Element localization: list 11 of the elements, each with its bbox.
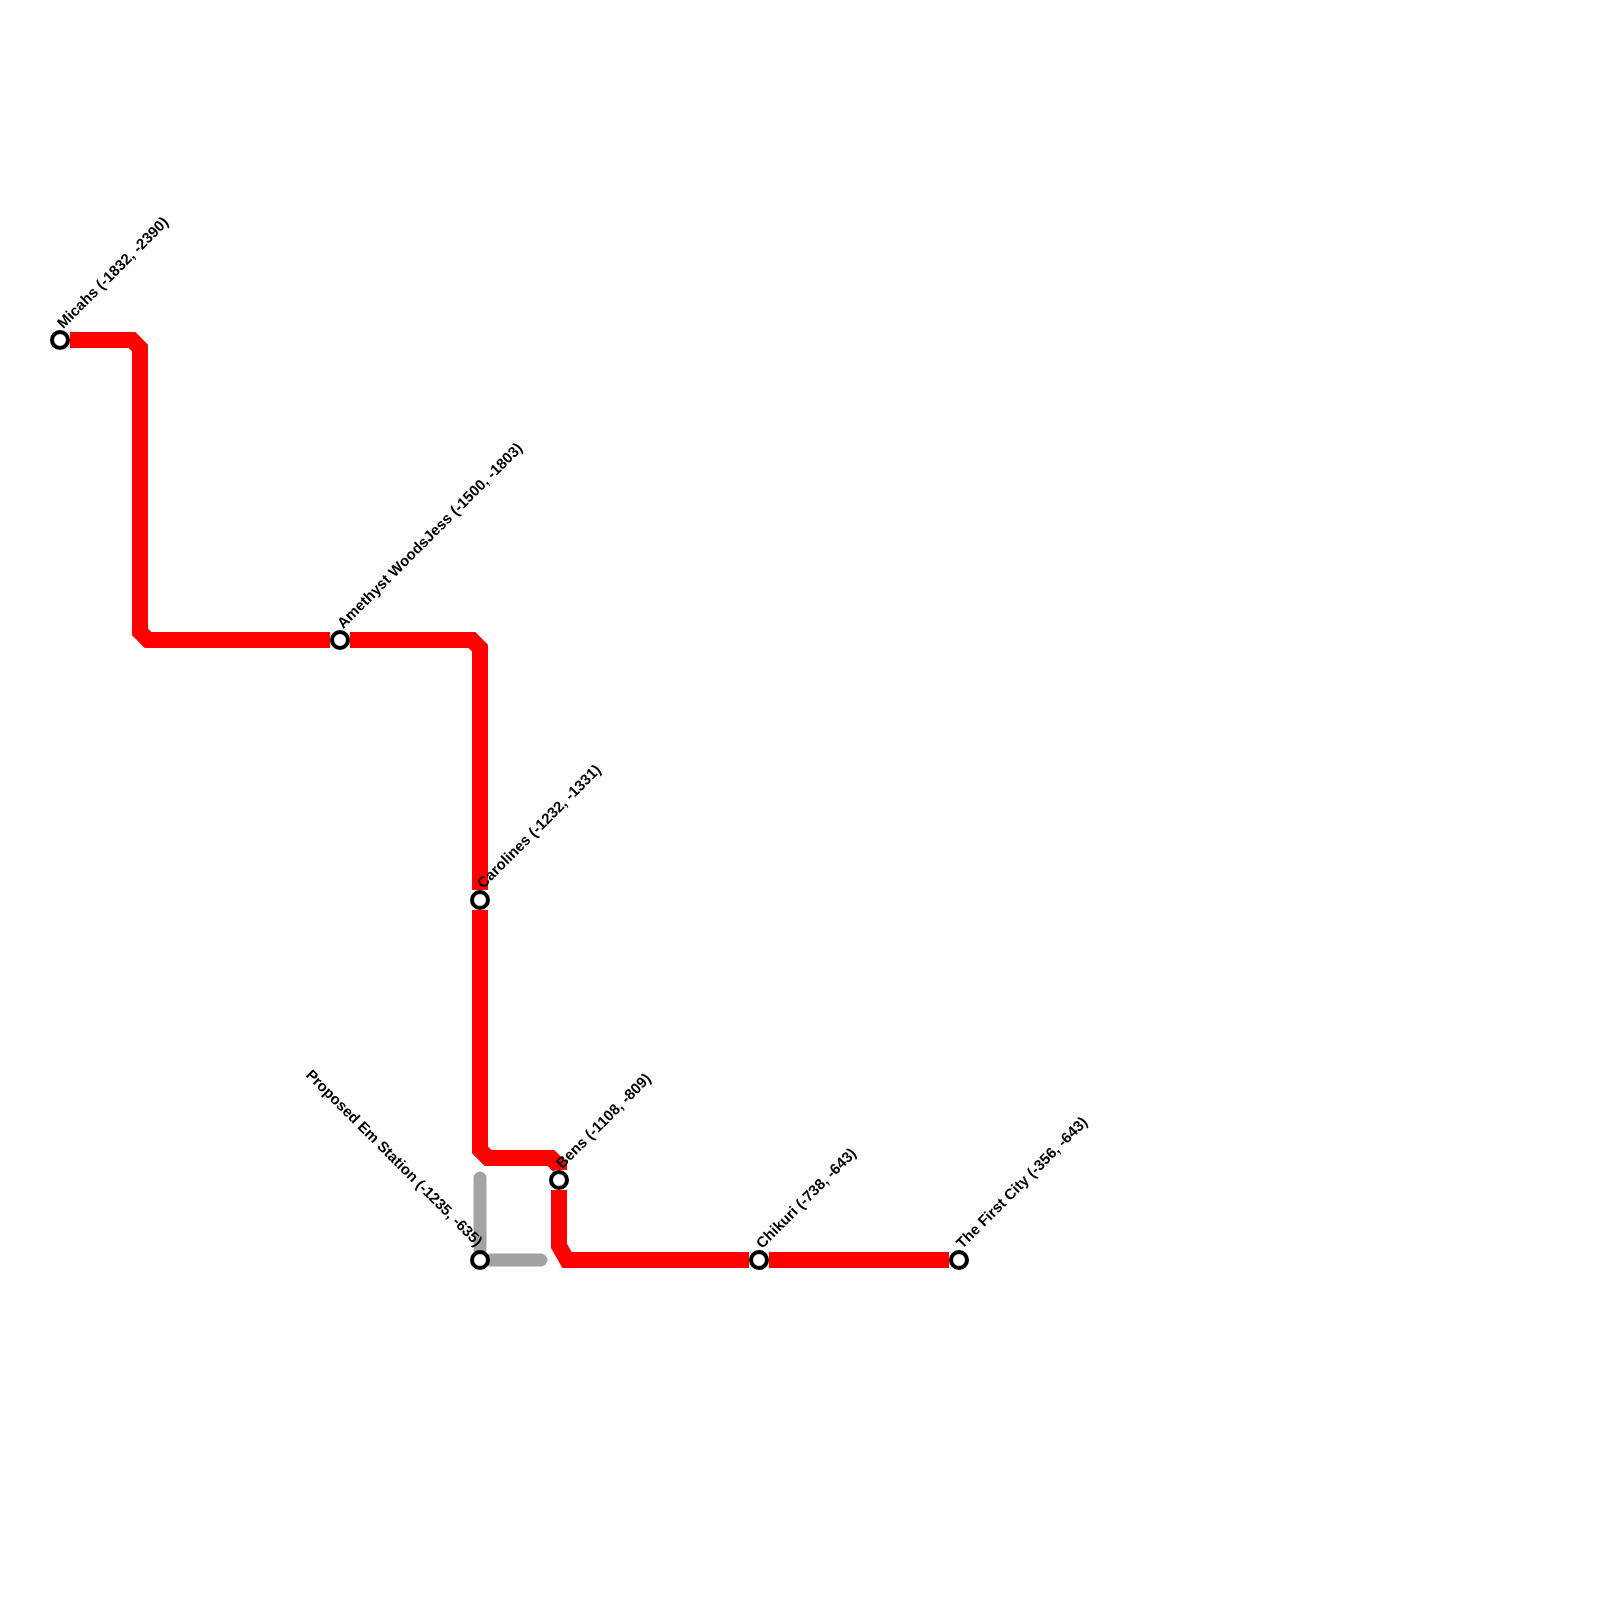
station-marker	[330, 630, 350, 650]
station-marker	[549, 1170, 569, 1190]
station-marker	[749, 1250, 769, 1270]
station-marker	[470, 890, 490, 910]
rail-line	[769, 1252, 949, 1268]
rail-line	[551, 1190, 749, 1268]
rail-line	[350, 632, 488, 890]
rail-line	[472, 910, 567, 1174]
station-marker	[50, 330, 70, 350]
station-marker	[949, 1250, 969, 1270]
station-marker	[470, 1250, 490, 1270]
